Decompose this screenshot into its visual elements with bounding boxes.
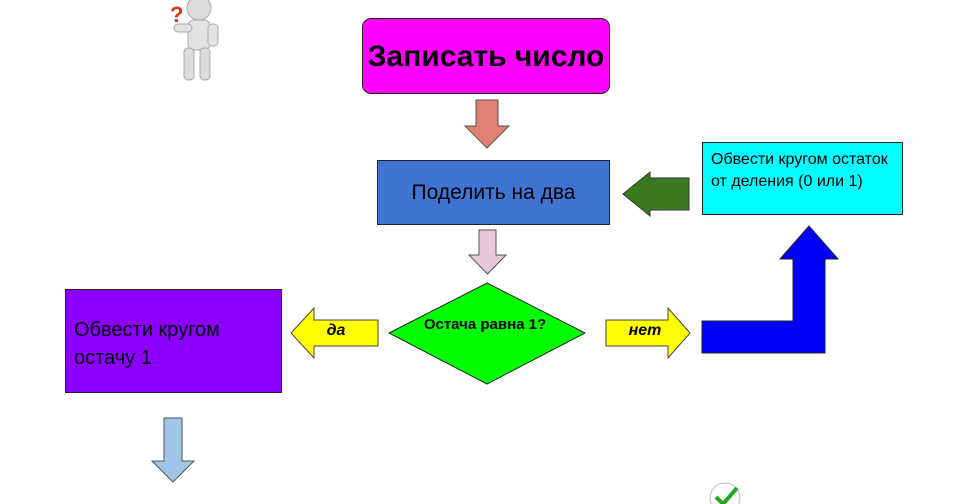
arrow-blue-up: [701, 225, 840, 354]
circle-remainder-box: Обвести кругом остаток от деления (0 или…: [702, 142, 903, 215]
circle-remainder-label: Обвести кругом остаток от деления (0 или…: [711, 151, 888, 190]
arrow-feedback-to-divide: [622, 170, 690, 218]
start-box: Записать число: [362, 18, 610, 94]
divide-box: Поделить на два: [377, 160, 610, 225]
no-label: нет: [628, 322, 662, 339]
arrow-divide-to-decision: [467, 229, 508, 275]
start-label: Записать число: [367, 39, 605, 73]
circle-one-box: Обвести кругом остачу 1: [65, 289, 282, 393]
arrow-start-to-divide: [463, 99, 511, 149]
check-icon: [709, 482, 741, 504]
arrow-yes: [290, 306, 379, 360]
arrow-down: [150, 417, 196, 483]
circle-one-label: Обвести кругом остачу 1: [74, 319, 220, 369]
decision-label: Остача равна 1?: [423, 316, 547, 333]
svg-text:?: ?: [170, 2, 183, 27]
divide-label: Поделить на два: [411, 180, 576, 204]
question-figure-icon: ?: [170, 0, 219, 81]
arrow-no: [605, 306, 691, 360]
yes-label: да: [326, 322, 346, 339]
decision-diamond: [387, 282, 587, 385]
